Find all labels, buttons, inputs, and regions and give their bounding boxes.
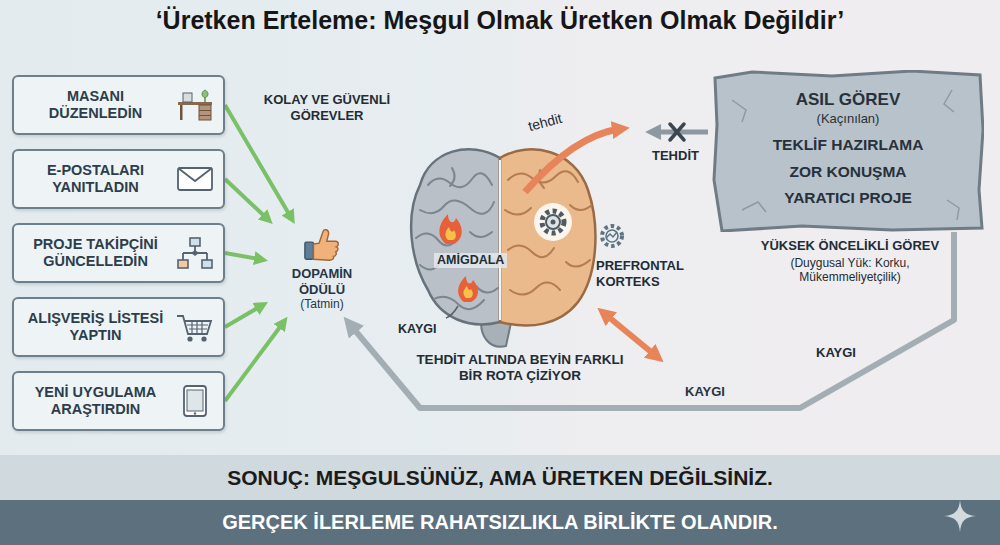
thumbs-up-icon — [302, 226, 342, 264]
node-text: ASIL GÖREV — [796, 90, 901, 110]
task-caption: (Duygusal Yük: Korku, Mükemmeliyetçilik) — [770, 256, 930, 285]
connector-arrow — [225, 253, 260, 259]
node-text: (Tatmin) — [270, 297, 374, 313]
task-box: MASANI DÜZENLEDİN — [12, 75, 225, 135]
node-text: ZOR KONUŞMA — [789, 163, 906, 182]
node-text: SONUÇ: MEŞGULSÜNÜZ, AMA ÜRETKEN DEĞİLSİN… — [227, 466, 773, 490]
task-caption: YÜKSEK ÖNCELİKLİ GÖREV — [742, 238, 958, 254]
task-icon — [175, 162, 215, 196]
sparkle-mark — [940, 496, 980, 536]
brain-part-label: AMİGDALA — [434, 253, 507, 268]
message-band: GERÇEK İLERLEME RAHATSIZLIKLA BİRLİKTE O… — [0, 500, 1000, 545]
node-text: ALIŞVERİŞ LİSTESİ YAPTIN — [22, 310, 169, 345]
connector-arrow — [350, 232, 954, 408]
reward-node: DOPAMİN ÖDÜLÜ(Tatmin) — [268, 224, 376, 317]
node-text: YARATICI PROJE — [784, 189, 911, 208]
task-box: YENİ UYGULAMA ARAŞTIRDIN — [12, 371, 225, 431]
avoided-task-box: ASIL GÖREV(Kaçınılan) TEKLİF HAZIRLAMA ZOR… — [712, 70, 984, 232]
task-icon — [175, 310, 215, 344]
task-box: E-POSTALARI YANITLADIN — [12, 149, 225, 209]
brain-part-label: PREFRONTAL KORTEKS — [596, 258, 708, 289]
connector-arrow — [225, 105, 291, 217]
arrow-label: tehdit — [526, 110, 563, 135]
conclusion-band: SONUÇ: MEŞGULSÜNÜZ, AMA ÜRETKEN DEĞİLSİN… — [0, 455, 1000, 500]
task-icon — [175, 384, 215, 418]
title: ‘Üretken Erteleme: Meşgul Olmak Üretken … — [0, 6, 1000, 35]
connector-label: KAYGI — [682, 384, 728, 400]
node-text: MASANI DÜZENLEDİN — [22, 88, 169, 123]
node-text: DOPAMİN ÖDÜLÜ — [270, 266, 374, 297]
task-box: ALIŞVERİŞ LİSTESİ YAPTIN — [12, 297, 225, 357]
connector-arrow — [225, 179, 267, 219]
connector-arrow — [225, 306, 261, 327]
task-icon — [175, 88, 215, 122]
emotion-label: KAYGI — [816, 345, 856, 361]
emotion-label: KAYGI — [398, 322, 436, 337]
node-text: E-POSTALARI YANITLADIN — [22, 162, 169, 197]
note-label: TEHDİT ALTINDA BEYİN FARKLI BİR ROTA ÇİZ… — [415, 352, 625, 384]
node-text: PROJE TAKİPÇİNİ GÜNCELLEDİN — [22, 236, 169, 271]
group-label: KOLAY VE GÜVENLİ GÖREVLER — [252, 92, 402, 123]
node-text: GERÇEK İLERLEME RAHATSIZLIKLA BİRLİKTE O… — [222, 511, 778, 534]
arrow-label: TEHDİT — [652, 148, 699, 164]
node-text: YENİ UYGULAMA ARAŞTIRDIN — [22, 384, 169, 419]
connector-arrow — [225, 323, 283, 401]
task-icon — [175, 236, 215, 270]
node-text: (Kaçınılan) — [817, 111, 880, 127]
node-text: TEKLİF HAZIRLAMA — [773, 136, 924, 155]
task-box: PROJE TAKİPÇİNİ GÜNCELLEDİN — [12, 223, 225, 283]
